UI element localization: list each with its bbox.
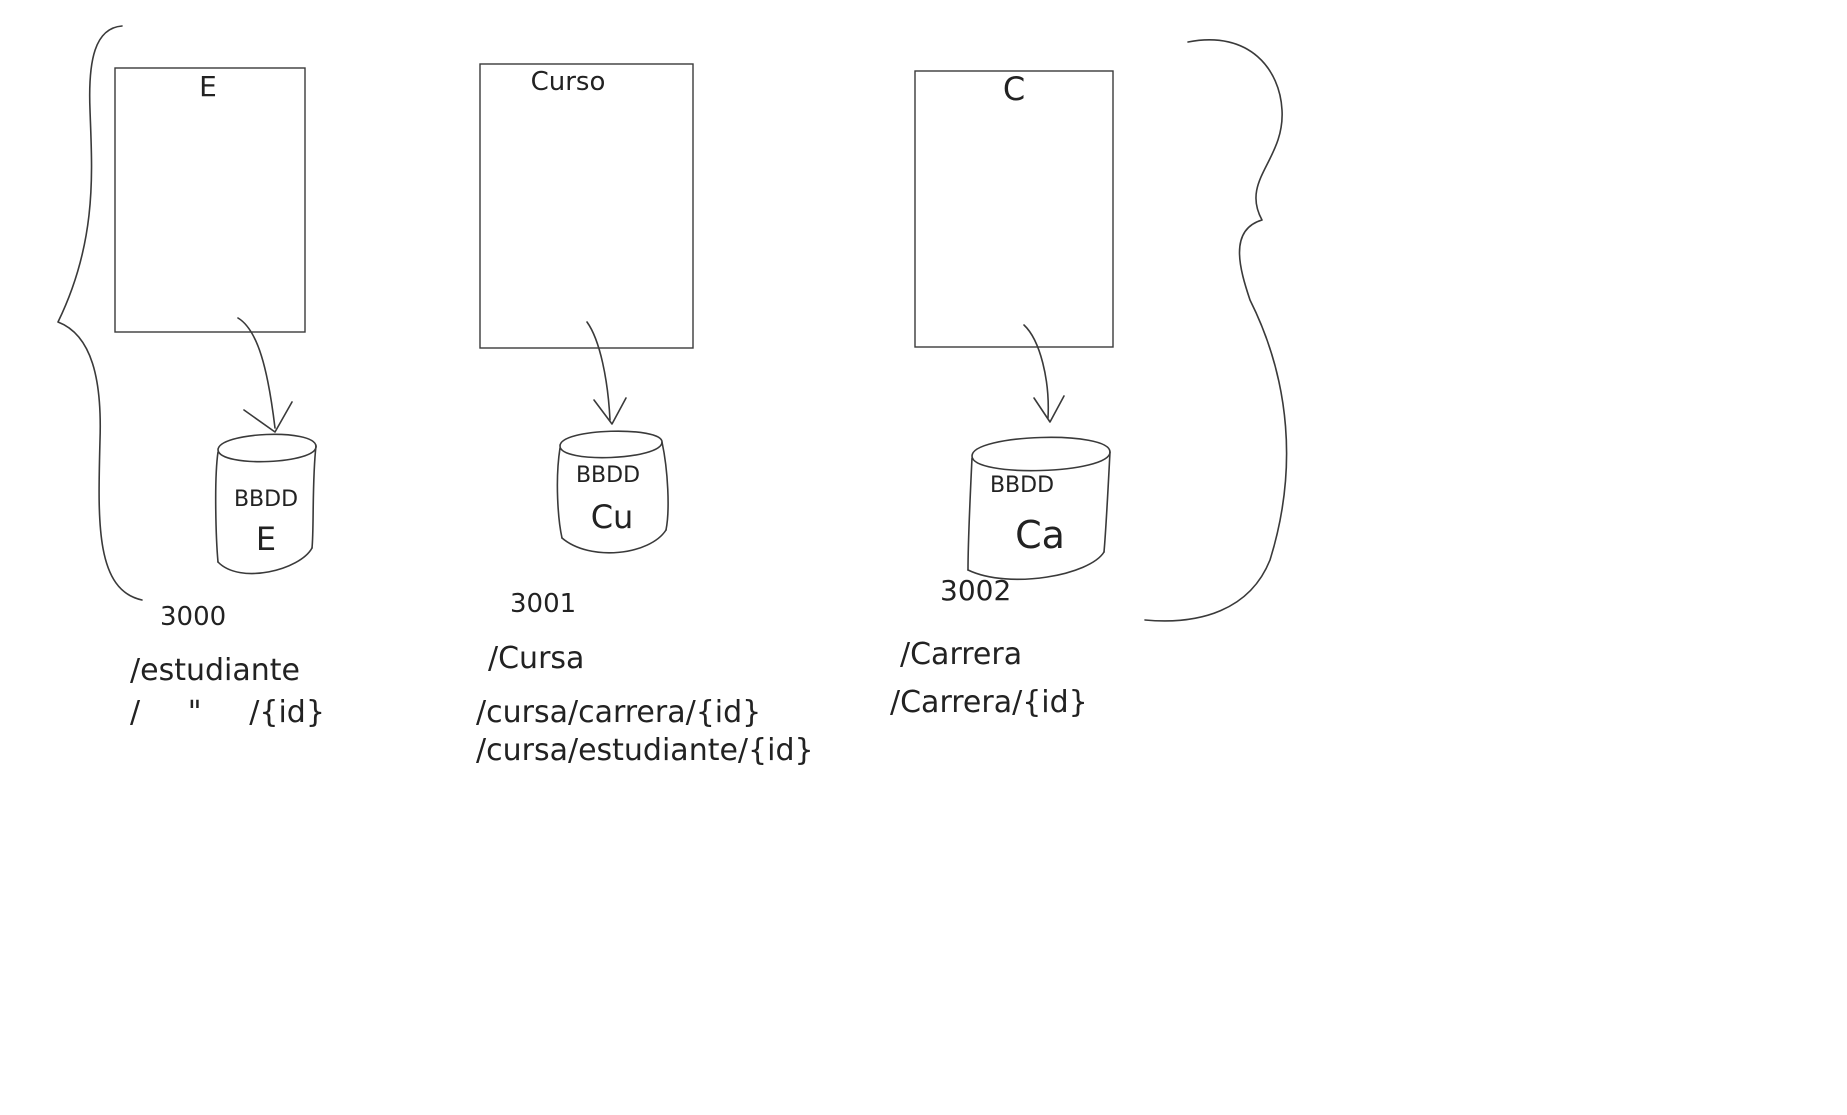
arrow-head — [1033, 395, 1065, 423]
database-label: BBDD — [234, 487, 298, 512]
service-estudiante: E BBDD E 3000 /estudiante / " /{id} — [114, 67, 325, 730]
right-curly-brace — [1144, 39, 1288, 622]
service-box-curso — [479, 63, 694, 349]
arrow-box-to-db — [586, 321, 611, 421]
service-box-estudiante — [114, 67, 306, 333]
arrow-head — [243, 401, 293, 433]
endpoint-line-2: /cursa/carrera/{id} — [476, 695, 761, 730]
database-cylinder-estudiante — [214, 433, 317, 575]
service-curso: Curso BBDD Cu 3001 /Cursa /cursa/carrera… — [476, 63, 814, 768]
arrow-head — [593, 397, 627, 425]
endpoint-line-3: /cursa/estudiante/{id} — [476, 733, 814, 768]
endpoint-line-1: /estudiante — [130, 653, 300, 688]
database-name: E — [256, 520, 276, 558]
arrow-box-to-db — [1023, 324, 1050, 419]
database-label: BBDD — [576, 463, 640, 488]
endpoint-line-2: /Carrera/{id} — [890, 685, 1088, 720]
database-name: Cu — [591, 498, 634, 536]
left-curly-brace — [57, 25, 143, 601]
endpoint-line-1: /Carrera — [900, 637, 1022, 672]
service-box-carrera — [914, 70, 1114, 348]
service-port: 3002 — [940, 574, 1011, 607]
database-name: Ca — [1015, 513, 1065, 557]
service-carrera: C BBDD Ca 3002 /Carrera /Carrera/{id} — [890, 70, 1114, 720]
service-port: 3000 — [160, 602, 226, 632]
database-cylinder-curso — [556, 430, 669, 554]
endpoint-line-2: / " /{id} — [130, 695, 325, 730]
arrow-box-to-db — [237, 317, 276, 429]
endpoint-line-1: /Cursa — [488, 641, 584, 676]
service-box-label: Curso — [531, 67, 606, 97]
service-box-label: E — [199, 70, 217, 103]
service-port: 3001 — [510, 589, 576, 619]
database-cylinder-carrera — [967, 436, 1111, 581]
service-box-label: C — [1003, 70, 1025, 108]
database-label: BBDD — [990, 473, 1054, 498]
